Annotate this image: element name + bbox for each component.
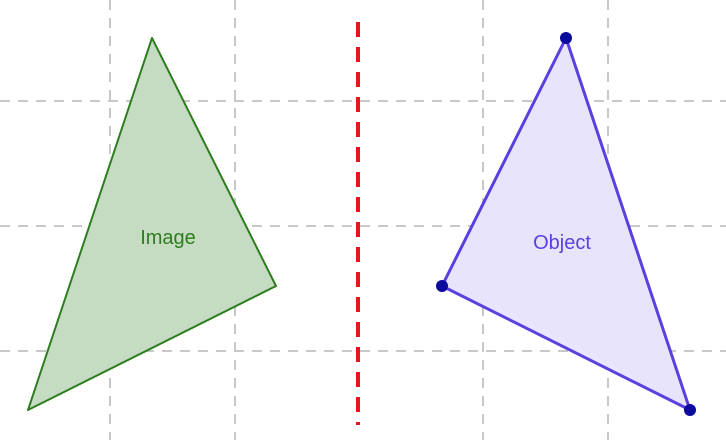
object-vertex-bottom-right[interactable] — [684, 404, 696, 416]
object-triangle — [440, 36, 692, 412]
image-label: Image — [140, 227, 196, 249]
object-label: Object — [533, 232, 591, 254]
object-vertex-top[interactable] — [560, 32, 572, 44]
image-triangle — [27, 37, 277, 411]
object-vertex-left[interactable] — [436, 280, 448, 292]
